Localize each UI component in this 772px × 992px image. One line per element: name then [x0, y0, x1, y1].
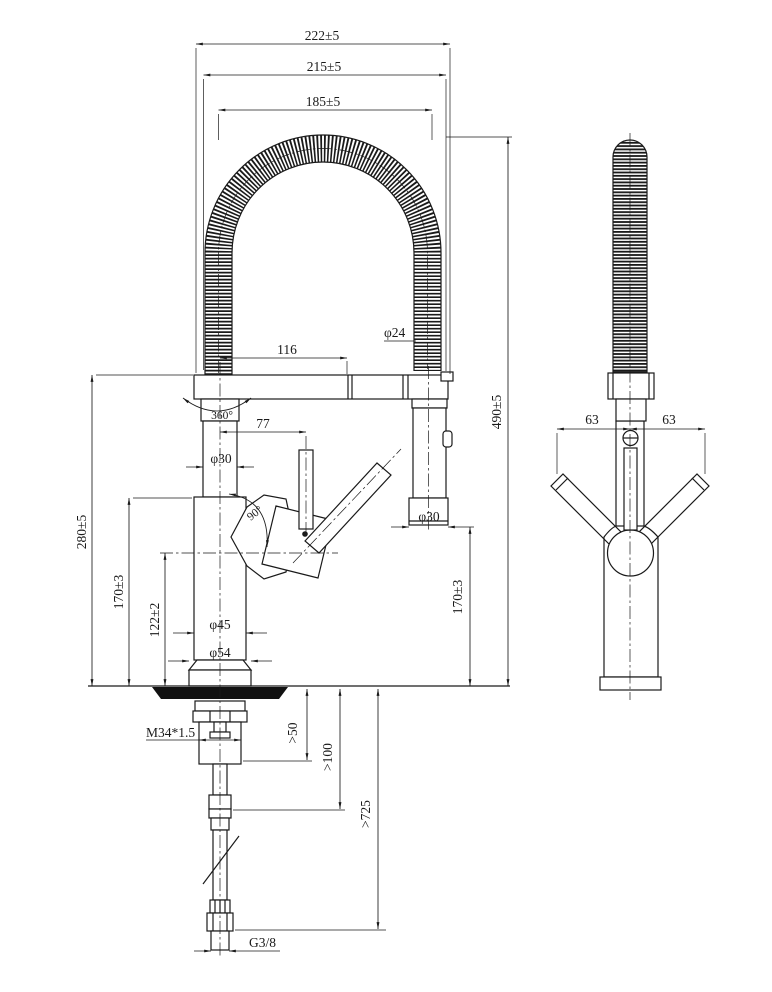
dim-shank-thread: M34*1.5 — [146, 725, 242, 742]
dim-height-body: 170±3 — [111, 575, 126, 610]
handle-pivot-dot — [302, 531, 308, 537]
spring-centerline — [218, 148, 428, 373]
side-spring-collar — [607, 372, 655, 400]
dim-min-hose: >100 — [320, 743, 335, 771]
dim-hose-length: >725 — [358, 800, 373, 828]
label-swivel-angle: 360° — [211, 410, 233, 422]
dimensions-left: 280±5 170±3 122±2 — [74, 374, 193, 687]
dim-body-dia: φ30 — [186, 451, 254, 469]
label-swing-right: 63 — [662, 412, 676, 427]
dim-escutcheon: φ45 φ54 — [168, 617, 272, 663]
label-spring-dia: φ24 — [384, 325, 406, 340]
dimensions-top: 222±5 215±5 185±5 — [195, 28, 451, 374]
label-handle-offset: 77 — [256, 416, 270, 431]
dim-height-handle: 122±2 — [147, 603, 162, 637]
label-spray-dia: φ30 — [418, 509, 440, 524]
spray-head — [408, 366, 453, 532]
side-base-flange — [599, 676, 662, 691]
side-lever-stem — [623, 447, 638, 531]
supply-hose — [202, 763, 240, 951]
handle-lever-tilted — [304, 462, 392, 554]
spring-hose-arch — [204, 134, 442, 375]
side-view: 63 63 — [550, 133, 710, 700]
label-escutcheon-dia: φ45 — [209, 617, 231, 632]
swivel-annotation: 360° — [182, 397, 252, 422]
dim-width-overall: 222±5 — [305, 28, 340, 43]
dim-min-shank: >50 — [285, 722, 300, 743]
dimensions-right: 490±5 170±3 φ30 — [391, 136, 512, 687]
lever-tilted-centerline — [292, 448, 402, 564]
dimensions-clearance: >50 >100 >725 — [233, 688, 386, 931]
side-neck — [615, 398, 647, 422]
dim-handle-offset: 77 — [219, 416, 307, 434]
dim-spout-reach: 116 — [219, 342, 348, 374]
spray-button — [442, 430, 453, 448]
hose-break-mark — [202, 835, 240, 885]
label-swing-left: 63 — [585, 412, 599, 427]
dim-width-spout: 215±5 — [307, 59, 342, 74]
counter-deck — [88, 685, 510, 699]
label-base-dia: φ54 — [209, 645, 231, 660]
spout-end-clip — [440, 371, 454, 382]
dim-hose-thread: G3/8 — [194, 935, 280, 953]
dim-height-overall: 490±5 — [489, 395, 504, 430]
side-body — [599, 420, 662, 691]
label-shank-thread: M34*1.5 — [146, 725, 195, 740]
label-hose-thread: G3/8 — [249, 935, 276, 950]
dim-width-spring: 185±5 — [306, 94, 341, 109]
dim-handle-swing: 63 63 — [556, 412, 706, 474]
side-spring — [607, 139, 655, 422]
front-view: 222±5 215±5 185±5 φ24 116 360° 77 — [74, 28, 512, 956]
dim-spring-dia: φ24 — [384, 325, 416, 342]
dim-spray-height: 170±3 — [450, 580, 465, 615]
side-ball-joint — [606, 529, 655, 577]
spout-arm — [193, 371, 454, 400]
label-spout-reach: 116 — [277, 342, 297, 357]
label-body-dia: φ30 — [210, 451, 232, 466]
dim-height-spout: 280±5 — [74, 515, 89, 550]
